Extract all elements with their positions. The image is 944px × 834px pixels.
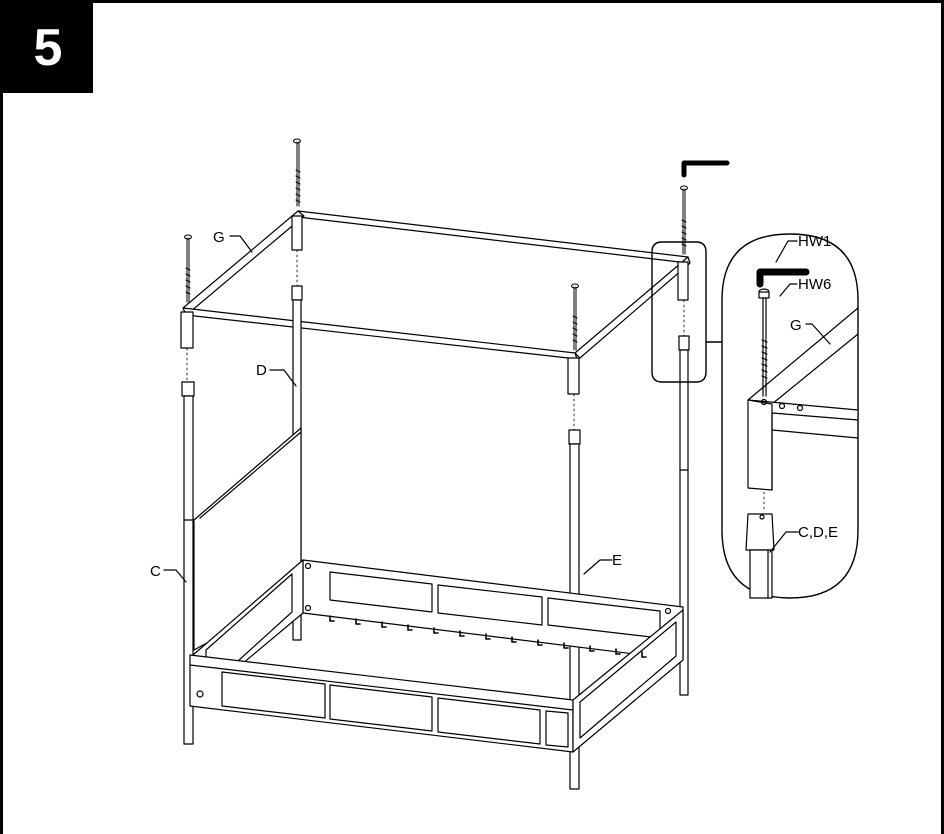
bolts-hw6 [184, 138, 688, 351]
slat-hooks [329, 615, 647, 658]
label-e: E [612, 552, 622, 569]
alignment-lines [186, 249, 685, 431]
bed-base-frame [189, 559, 684, 753]
label-d: D [256, 362, 267, 379]
bolt-front-right [571, 283, 579, 351]
label-g-detail: G [790, 317, 802, 334]
bolt-back-left [293, 138, 301, 207]
label-g-main: G [213, 229, 225, 246]
top-frame-g [180, 210, 691, 395]
label-hw6: HW6 [798, 276, 831, 293]
label-cde: C,D,E [798, 524, 838, 541]
bolt-back-right [680, 185, 688, 255]
callout-highlight [651, 241, 723, 383]
label-c: C [150, 563, 161, 580]
label-hw1: HW1 [798, 233, 831, 250]
bolt-front-left [184, 234, 192, 303]
step-number: 5 [33, 19, 63, 77]
allen-key-main [681, 160, 730, 178]
step-number-badge: 5 [3, 3, 93, 93]
detail-view [721, 233, 859, 599]
leader-lines [163, 235, 831, 583]
